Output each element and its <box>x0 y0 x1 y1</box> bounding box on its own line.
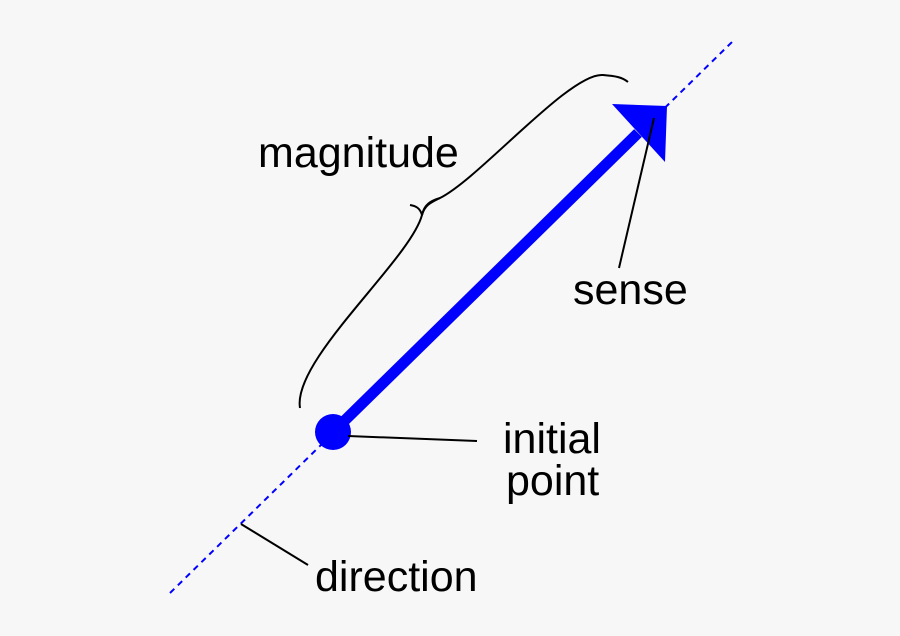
direction-pointer-line <box>240 523 309 566</box>
magnitude-brace-tip <box>409 197 441 216</box>
initial-point-label-line2: point <box>506 457 599 505</box>
initial-point-pointer-line <box>347 435 478 442</box>
sense-pointer-line <box>618 117 655 269</box>
initial-point-dot <box>315 414 351 450</box>
magnitude-label: magnitude <box>258 129 459 177</box>
vector-shaft <box>329 129 642 436</box>
initial-point-label-line1: initial <box>503 415 601 463</box>
sense-label: sense <box>573 266 688 314</box>
magnitude-brace <box>298 73 629 409</box>
direction-label: direction <box>315 553 478 601</box>
